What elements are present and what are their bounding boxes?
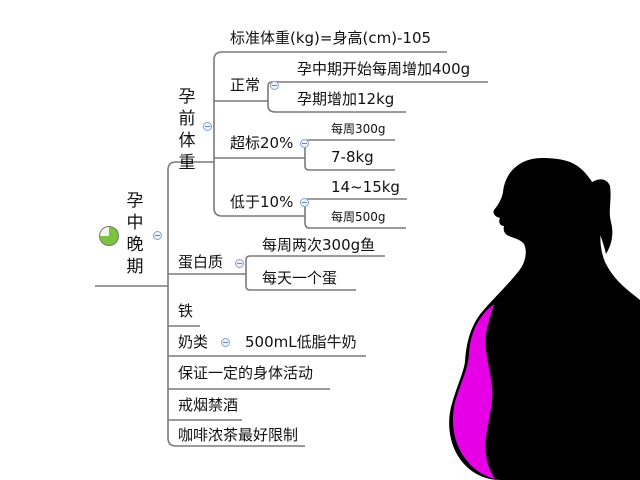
under-item-weekly[interactable]: 每周500g [331,210,386,224]
collapse-icon[interactable] [203,122,212,131]
normal-item-weekly[interactable]: 孕中期开始每周增加400g [297,60,471,78]
progress-pie-icon [99,226,119,246]
protein-item-fish[interactable]: 每周两次300g鱼 [262,236,376,254]
branch-activity[interactable]: 保证一定的身体活动 [178,364,314,382]
dairy-item-milk[interactable]: 500mL低脂牛奶 [245,333,357,351]
branch-iron[interactable]: 铁 [178,302,194,320]
collapse-icon[interactable] [300,139,309,148]
collapse-icon[interactable] [300,198,309,207]
branch-normal[interactable]: 正常 [230,76,261,94]
collapse-icon[interactable] [221,338,230,347]
protein-item-egg[interactable]: 每天一个蛋 [262,269,338,287]
under-item-total[interactable]: 14~15kg [331,178,400,196]
branch-limit-coffee[interactable]: 咖啡浓茶最好限制 [178,426,299,444]
over-item-weekly[interactable]: 每周300g [331,122,386,136]
branch-dairy[interactable]: 奶类 [178,333,209,351]
collapse-icon[interactable] [153,231,162,240]
branch-protein[interactable]: 蛋白质 [178,253,224,271]
belly-highlight [452,304,500,480]
over-item-total[interactable]: 7-8kg [331,148,374,166]
ponytail [585,179,613,254]
standard-weight-formula[interactable]: 标准体重(kg)=身高(cm)-105 [230,29,432,47]
normal-item-total[interactable]: 孕期增加12kg [297,90,395,108]
branch-over-20[interactable]: 超标20% [230,134,294,152]
branch-no-smoking[interactable]: 戒烟禁酒 [178,396,239,414]
branch-prepreg-weight[interactable]: 孕前体重 [178,87,196,173]
silhouette-body [449,158,640,480]
branch-under-10[interactable]: 低于10% [230,193,294,211]
root-label[interactable]: 孕中晚期 [126,191,144,277]
collapse-icon[interactable] [235,259,244,268]
collapse-icon[interactable] [270,81,279,90]
